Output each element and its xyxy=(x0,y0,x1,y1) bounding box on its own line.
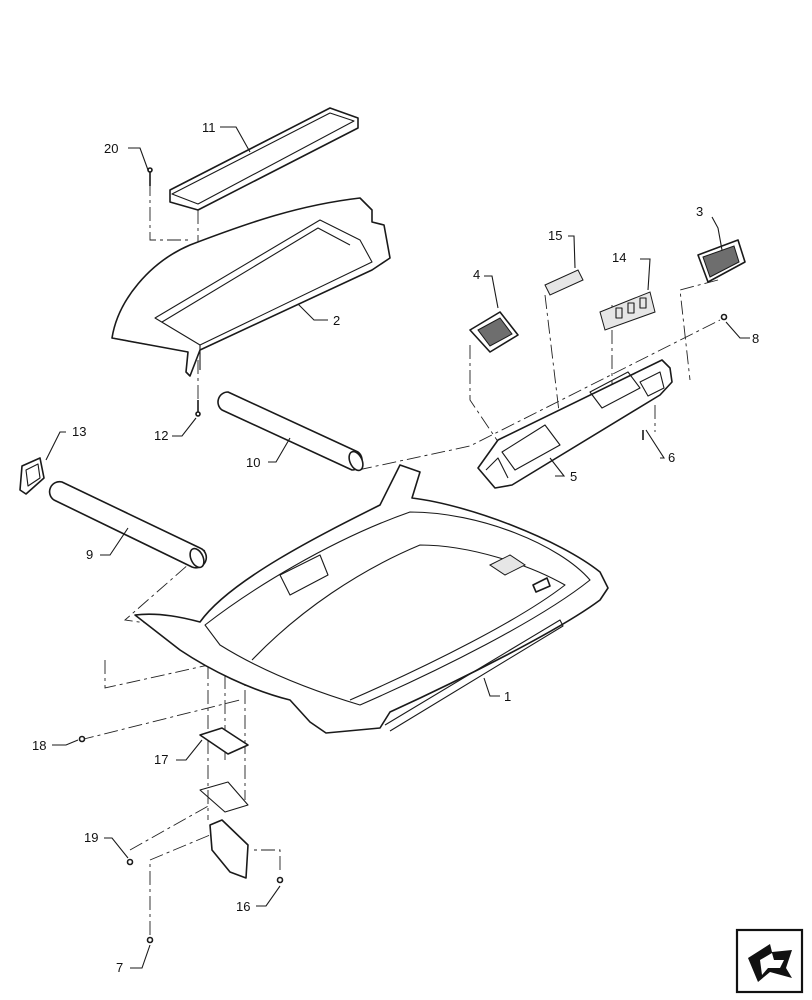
part-5-overhead-panel[interactable] xyxy=(477,359,673,489)
callout-3: 3 xyxy=(696,204,703,219)
part-10-foam-tube[interactable] xyxy=(217,391,366,473)
part-19-screw[interactable] xyxy=(126,858,134,866)
callout-16: 16 xyxy=(236,899,250,914)
callout-18: 18 xyxy=(32,738,46,753)
part-15-label[interactable] xyxy=(544,269,584,296)
callout-10: 10 xyxy=(246,455,260,470)
part-11-top-pad[interactable] xyxy=(169,107,359,211)
callout-labels: 11 20 2 3 15 14 4 8 12 13 10 6 5 9 1 18 … xyxy=(32,120,759,975)
part-9-foam-tube[interactable] xyxy=(48,480,208,570)
part-4-grille[interactable] xyxy=(469,311,519,353)
callout-4: 4 xyxy=(473,267,480,282)
callout-leaders xyxy=(45,126,750,969)
callout-14: 14 xyxy=(612,250,626,265)
part-13-clip[interactable] xyxy=(19,457,45,495)
part-8-screw[interactable] xyxy=(720,313,728,321)
callout-20: 20 xyxy=(104,141,118,156)
callout-2: 2 xyxy=(333,313,340,328)
part-1-roof-liner[interactable] xyxy=(134,464,609,734)
part-16-screw[interactable] xyxy=(276,876,284,884)
part-17-bracket[interactable] xyxy=(199,727,249,813)
callout-19: 19 xyxy=(84,830,98,845)
part-18-screw[interactable] xyxy=(78,735,86,743)
callout-12: 12 xyxy=(154,428,168,443)
part-14-switch-plate[interactable] xyxy=(599,291,656,331)
callout-17: 17 xyxy=(154,752,168,767)
part-20-screw[interactable] xyxy=(147,167,153,186)
part-12-screw[interactable] xyxy=(195,400,201,417)
callout-6: 6 xyxy=(668,450,675,465)
callout-7: 7 xyxy=(116,960,123,975)
callout-13: 13 xyxy=(72,424,86,439)
next-page-arrow-icon[interactable] xyxy=(735,928,804,994)
part-2-console-shell[interactable] xyxy=(111,197,391,377)
part-7-screw[interactable] xyxy=(146,936,154,944)
callout-5: 5 xyxy=(570,469,577,484)
callout-8: 8 xyxy=(752,331,759,346)
part-3-grille[interactable] xyxy=(697,239,746,283)
lower-bracket xyxy=(209,819,249,879)
callout-11: 11 xyxy=(202,120,216,135)
callout-9: 9 xyxy=(86,547,93,562)
callout-15: 15 xyxy=(548,228,562,243)
callout-1: 1 xyxy=(504,689,511,704)
